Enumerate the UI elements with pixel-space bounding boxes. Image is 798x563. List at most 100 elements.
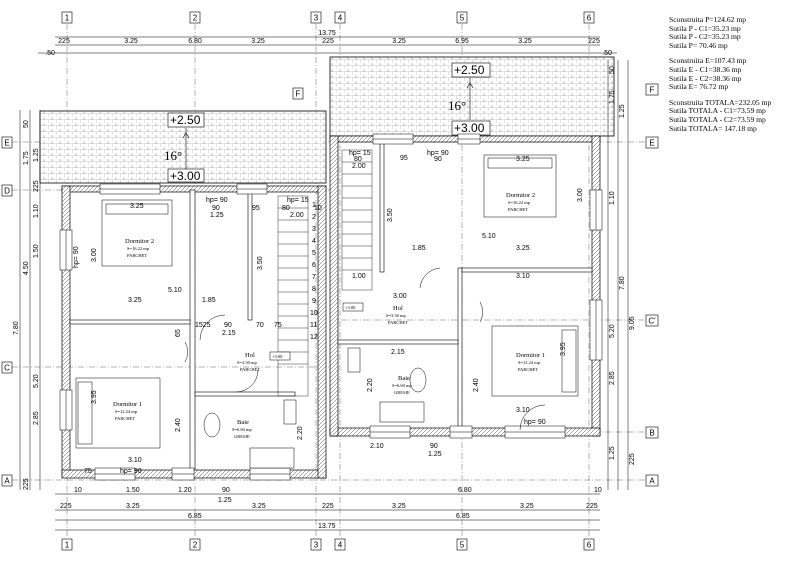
axis-E-left: E [4, 139, 9, 148]
axis-4-bottom: 4 [338, 541, 343, 550]
level-right-top: +2.50 [454, 63, 485, 77]
dim-top-total: 13.75 [318, 30, 336, 37]
svg-text:3.10: 3.10 [516, 407, 530, 414]
room-label-right-hol: Hol S=3.30 mp PARCHET +3.00 [342, 302, 408, 325]
svg-text:GRESIE: GRESIE [234, 434, 250, 439]
sink-right [347, 347, 361, 373]
dim-top-225c: 225 [588, 38, 600, 45]
svg-text:hp= 15: hp= 15 [287, 197, 309, 204]
svg-text:70: 70 [256, 322, 264, 329]
stat-sutila-p: Sutila P= 70.46 mp [669, 40, 728, 50]
level-hol-right: +3.00 [345, 305, 356, 310]
axis-3-bottom: 3 [314, 541, 319, 550]
dim-bot-325a: 3.25 [126, 503, 140, 510]
dim-left-125: 1.25 [33, 148, 40, 162]
axis-columns-top: 1 2 3 4 5 6 [61, 11, 595, 24]
svg-text:hp= 90: hp= 90 [427, 150, 449, 157]
svg-text:3.25: 3.25 [130, 203, 144, 210]
svg-text:10: 10 [314, 205, 322, 212]
svg-text:2.15: 2.15 [391, 349, 405, 356]
dim-left-520: 5.20 [33, 374, 40, 388]
angle-right: 16° [448, 98, 466, 113]
level-left-top: +2.50 [170, 113, 201, 127]
stair-num-8: 8 [312, 286, 316, 293]
inner-dims-right: hp= 15 hp= 90 95 80 2.00 90 3.25 3.00 3.… [349, 150, 584, 458]
dim-top-325c: 3.25 [392, 38, 406, 45]
room-label-left-dorm2: Dormitor 2 S=16.22 mp PARCHET [125, 238, 154, 258]
svg-text:S=6.60 mp: S=6.60 mp [392, 383, 413, 388]
svg-text:GRESIE: GRESIE [394, 390, 410, 395]
dim-bot-225b: 225 [322, 503, 334, 510]
dim-left-50: 50 [23, 120, 30, 128]
stairs-left [277, 195, 309, 397]
axis-B-right: B [649, 429, 654, 438]
room-label-left-dorm1: Dormitor 1 S=12.24 mp PARCHET [113, 401, 142, 421]
dim-bot-150: 1.50 [126, 487, 140, 494]
dimension-lines-top [38, 36, 617, 54]
left-furniture [75, 199, 297, 469]
svg-text:hp= 15: hp= 15 [349, 150, 371, 157]
stair-num-11: 11 [310, 322, 317, 329]
dim-right-125b: 1.25 [609, 446, 616, 460]
stairs-right [341, 149, 373, 291]
axis-6-top: 6 [587, 14, 592, 23]
dim-left-225b: 225 [33, 180, 40, 192]
svg-text:1.25: 1.25 [428, 451, 442, 458]
level-right-bottom: +3.00 [454, 121, 485, 135]
svg-text:3.95: 3.95 [560, 342, 567, 356]
stair-num-4: 4 [312, 238, 316, 245]
dim-right-175: 1.75 [609, 90, 616, 104]
level-left-bottom: +3.00 [170, 169, 201, 183]
dim-right-50: 50 [609, 66, 616, 74]
dimension-lines-right [607, 60, 629, 490]
axis-2-top: 2 [193, 14, 198, 23]
stair-num-3: 3 [312, 226, 316, 233]
svg-text:3.00: 3.00 [393, 293, 407, 300]
stair-num-10: 10 [310, 310, 318, 317]
sink-left [283, 399, 297, 425]
dim-bot-125: 1.25 [218, 497, 232, 504]
dim-right-125a: 1.25 [619, 104, 626, 118]
dim-right-110: 1.10 [609, 191, 616, 205]
dim-bot-325b: 3.25 [252, 503, 266, 510]
dim-right-905: 9.05 [629, 316, 636, 330]
svg-text:S=16.22 mp: S=16.22 mp [508, 200, 531, 205]
roof-right: +2.50 16° +3.00 [329, 56, 615, 137]
svg-text:65: 65 [175, 329, 182, 337]
bathtub-left [249, 447, 295, 469]
axis-columns-bottom: 1 2 3 4 5 6 [61, 538, 595, 551]
inner-dims-left: 3.25 hp= 90 90 1.25 95 hp= 15 80 10 2.00… [73, 197, 322, 475]
axis-5-top: 5 [460, 14, 465, 23]
axis-1-bottom: 1 [65, 541, 70, 550]
axis-rows-right: F E C' B A [645, 83, 659, 487]
svg-text:1.85: 1.85 [202, 297, 216, 304]
svg-text:3.50: 3.50 [257, 256, 264, 270]
stair-numbers-left: 1 2 3 4 5 6 7 8 9 10 11 12 [310, 202, 318, 341]
svg-text:3.50: 3.50 [387, 208, 394, 222]
right-windows [369, 133, 603, 439]
svg-text:90: 90 [430, 443, 438, 450]
toilet-left [203, 412, 221, 438]
room-label-right-baie: Baie S=6.60 mp GRESIE [392, 375, 413, 395]
stat-sutila-totala-c1: Sutila TOTALA - C1=73.59 mp [669, 106, 766, 116]
dim-left-780: 7.80 [13, 321, 20, 335]
left-windows [59, 183, 291, 481]
svg-text:PARCHET: PARCHET [518, 367, 538, 372]
svg-text:80: 80 [282, 205, 290, 212]
svg-text:75: 75 [84, 468, 92, 475]
stair-num-5: 5 [312, 250, 316, 257]
axis-F-right: F [650, 86, 655, 95]
dim-top-225a: 225 [58, 38, 70, 45]
dimension-lines-bottom [55, 493, 600, 531]
svg-text:3.10: 3.10 [516, 273, 530, 280]
axis-E-right: E [649, 139, 654, 148]
stair-num-9: 9 [312, 298, 316, 305]
axis-2-bottom: 2 [193, 541, 198, 550]
dim-bot-left-total: 6.85 [188, 513, 202, 520]
axis-6-bottom: 6 [587, 541, 592, 550]
dim-left-175: 1.75 [23, 151, 30, 165]
room-label-left-baie: Baie S=6.60 mp GRESIE [232, 419, 253, 439]
dim-right-225: 225 [629, 453, 636, 465]
svg-text:1525: 1525 [195, 322, 211, 329]
dim-bot-325c: 3.25 [392, 503, 406, 510]
